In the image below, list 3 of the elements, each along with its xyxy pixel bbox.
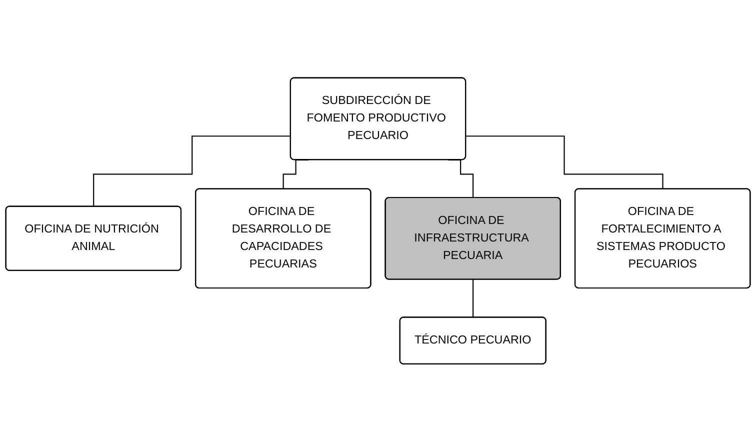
connector xyxy=(472,279,474,318)
connector xyxy=(93,136,291,208)
connector xyxy=(466,136,664,190)
